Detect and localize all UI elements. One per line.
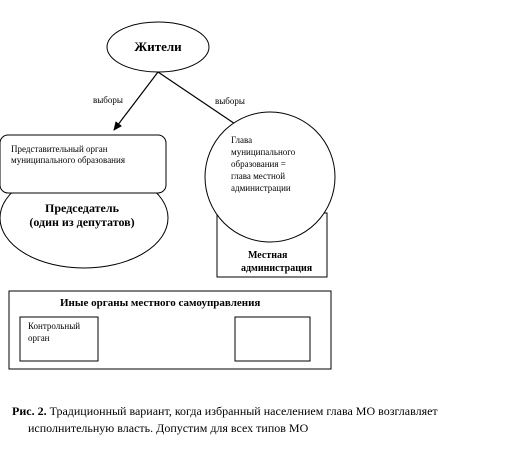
head-line-3: образования = [231, 159, 286, 169]
head-line-4: глава местной [231, 171, 285, 181]
other-bodies-label: Иные органы местного самоуправления [60, 297, 260, 309]
control-body-line-1: Контрольный [28, 321, 80, 331]
election-label-right: выборы [215, 96, 245, 106]
figure-caption: Рис. 2. Традиционный вариант, когда избр… [12, 403, 512, 437]
arrow-to-head [157, 71, 248, 133]
chairman-line-2: (один из депутатов) [29, 215, 134, 229]
local-administration-line-1: Местная [248, 250, 288, 261]
representative-body-line-1: Представительный орган [11, 144, 108, 154]
control-body-node: Контрольный орган [19, 316, 99, 362]
representative-body-node: Представительный орган муниципального об… [0, 134, 167, 194]
caption-line-2: исполнительную власть. Допустим для всех… [28, 421, 309, 435]
representative-body-line-2: муниципального образования [11, 155, 125, 165]
chairman-line-1: Председатель [45, 201, 120, 215]
local-administration-line-2: администрация [241, 263, 313, 274]
residents-label: Жители [134, 39, 182, 54]
caption-prefix: Рис. 2. [12, 404, 47, 418]
election-label-left: выборы [93, 95, 123, 105]
arrow-to-representative-body [113, 71, 159, 131]
head-of-municipality-node: Глава муниципального образования = глава… [204, 111, 336, 243]
head-line-1: Глава [231, 135, 252, 145]
head-line-5: администрации [231, 183, 291, 193]
control-body-line-2: орган [28, 333, 50, 343]
caption-line-1: Традиционный вариант, когда избранный на… [46, 404, 438, 418]
head-line-2: муниципального [231, 147, 296, 157]
org-structure-diagram: Жители выборы выборы Председатель (один … [0, 21, 336, 370]
residents-node: Жители [106, 21, 210, 73]
empty-body-node [234, 316, 311, 362]
